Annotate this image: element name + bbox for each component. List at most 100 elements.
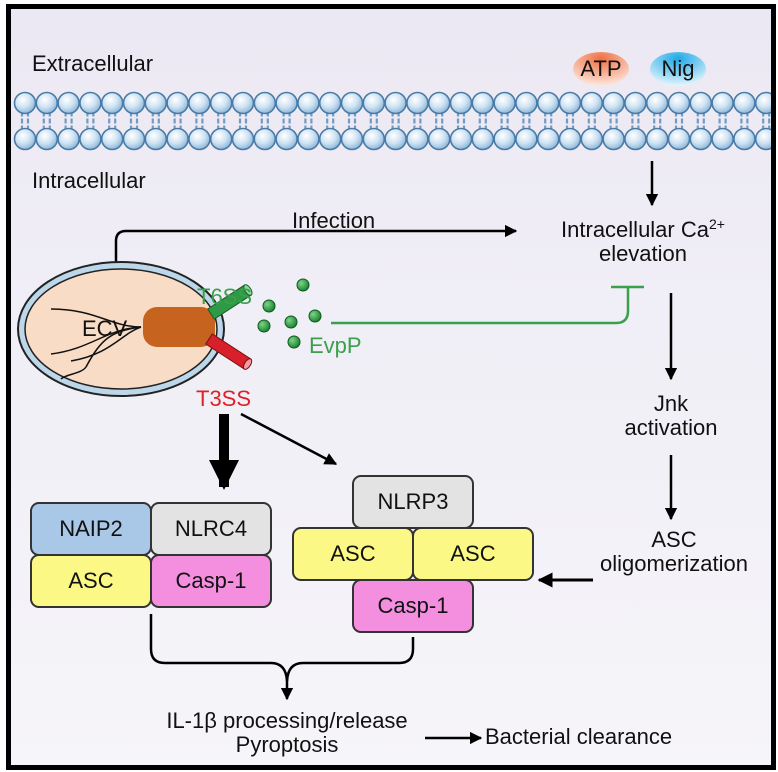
diagram-frame: Extracellular Intracellular ATP Nig Infe… xyxy=(6,4,776,770)
lipid-head xyxy=(297,91,320,115)
jnk-activation-label: Jnk activation xyxy=(601,391,741,441)
t3ss-tube xyxy=(205,333,253,370)
asc-box-nlrc4: ASC xyxy=(30,554,152,608)
bacterium-body xyxy=(143,307,215,347)
ecv-lumen xyxy=(24,268,218,390)
lipid-head xyxy=(733,127,756,151)
lipid-head xyxy=(188,91,211,115)
lipid-head xyxy=(100,91,124,115)
nlrp3-box: NLRP3 xyxy=(352,475,474,529)
naip2-box: NAIP2 xyxy=(30,502,152,556)
lipid-head xyxy=(297,127,320,151)
lipid-head xyxy=(384,91,407,115)
lipid-head xyxy=(536,91,560,115)
evpp-particles xyxy=(257,278,322,349)
lipid-head xyxy=(35,91,59,115)
bacterium-flagella xyxy=(50,308,142,380)
lipid-head xyxy=(340,127,364,151)
atp-label: ATP xyxy=(580,56,622,81)
lipid-head xyxy=(493,127,516,151)
asc-olig-line1: ASC xyxy=(651,527,697,552)
lipid-head xyxy=(667,91,691,115)
extracellular-label: Extracellular xyxy=(32,51,154,76)
calcium-superscript: 2+ xyxy=(708,216,725,232)
ecv-label: ECV xyxy=(82,316,128,341)
diagram-graphics xyxy=(13,52,771,745)
lipid-head xyxy=(536,127,560,151)
t3ss-label: T3SS xyxy=(196,386,252,411)
infection-label: Infection xyxy=(292,208,376,233)
calcium-line2: elevation xyxy=(598,241,688,267)
lipid-head xyxy=(253,127,277,151)
lipid-head xyxy=(13,91,37,115)
lipid-head xyxy=(493,91,516,115)
asc-box-nlrp3-right: ASC xyxy=(412,527,534,581)
lipid-head xyxy=(624,127,647,151)
t6ss-label: T6SS xyxy=(197,284,253,309)
casp1-box-nlrc4: Casp-1 xyxy=(150,554,272,608)
lipid-head xyxy=(275,91,298,115)
lipid-head xyxy=(79,91,102,115)
nlrc4-box: NLRC4 xyxy=(150,502,272,556)
atp-shape xyxy=(573,52,629,86)
asc-oligomerization-label: ASC oligomerization xyxy=(589,527,759,577)
casp1-box-nlrp3: Casp-1 xyxy=(352,579,474,633)
jnk-line1: Jnk xyxy=(653,391,689,416)
lipid-head xyxy=(406,91,429,115)
lipid-head xyxy=(209,127,233,151)
lipid-head xyxy=(275,127,298,151)
lipid-head xyxy=(166,127,189,151)
cell-membrane xyxy=(13,91,771,151)
lipid-head xyxy=(35,127,59,151)
lipid-head xyxy=(209,91,233,115)
lipid-head xyxy=(602,127,625,151)
lipid-head xyxy=(340,91,364,115)
lipid-head xyxy=(144,127,168,151)
bacterial-clearance-label: Bacterial clearance xyxy=(485,724,673,749)
lipid-head xyxy=(667,127,691,151)
lipid-head xyxy=(689,91,713,115)
lipid-head xyxy=(144,91,168,115)
asc-box-nlrp3-left: ASC xyxy=(292,527,414,581)
lipid-head xyxy=(602,91,625,115)
lipid-head xyxy=(362,127,386,151)
lipid-head xyxy=(449,91,473,115)
evpp-label: EvpP xyxy=(309,333,362,358)
lipid-head xyxy=(515,91,538,115)
asc-olig-line2: oligomerization xyxy=(600,551,748,577)
intracellular-label: Intracellular xyxy=(32,168,146,193)
lipid-head xyxy=(166,91,189,115)
arrow-t3ss-to-nlrp3 xyxy=(240,412,338,466)
lipid-head xyxy=(754,127,771,151)
lipid-head xyxy=(384,127,407,151)
lipid-head xyxy=(515,127,538,151)
lipid-head xyxy=(122,91,146,115)
lipid-head xyxy=(471,91,495,115)
lipid-head xyxy=(427,127,451,151)
lipid-head xyxy=(449,127,473,151)
lipid-head xyxy=(318,91,342,115)
lipid-head xyxy=(57,127,80,151)
outcome-label: IL-1β processing/release Pyroptosis xyxy=(137,708,437,758)
inhibition-line-evpp xyxy=(331,287,630,325)
t6ss-tube xyxy=(207,284,253,320)
lipid-head xyxy=(624,91,647,115)
il1b-processing-label: IL-1β processing/release xyxy=(166,708,408,733)
lipid-head xyxy=(580,127,604,151)
lipid-head xyxy=(362,91,386,115)
lipid-head xyxy=(558,91,582,115)
lipid-head xyxy=(427,91,451,115)
lipid-head xyxy=(253,91,277,115)
lipid-head xyxy=(645,127,669,151)
lipid-head xyxy=(231,127,255,151)
lipid-head xyxy=(711,91,734,115)
arrow-infection xyxy=(114,224,518,282)
jnk-line2: activation xyxy=(624,415,718,441)
lipid-head xyxy=(733,91,756,115)
lipid-head xyxy=(558,127,582,151)
calcium-line1: Intracellular Ca xyxy=(561,217,709,242)
lipid-head xyxy=(231,91,255,115)
lipid-head xyxy=(689,127,713,151)
lipid-head xyxy=(711,127,734,151)
pyroptosis-label: Pyroptosis xyxy=(235,732,339,758)
